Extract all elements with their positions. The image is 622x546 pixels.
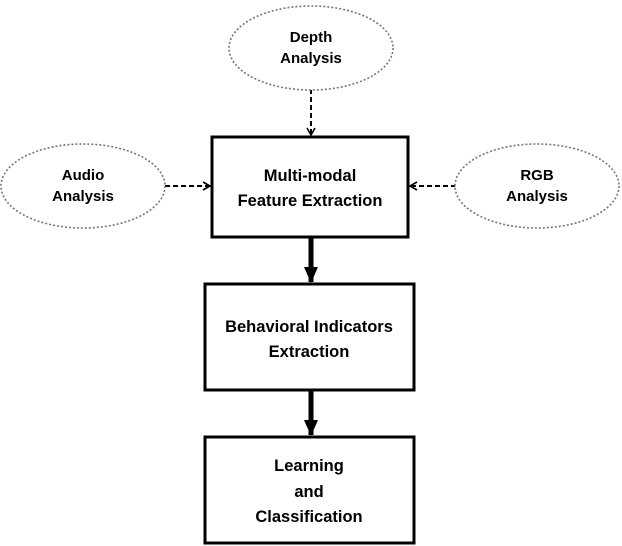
rgb-analysis-node: RGB Analysis — [454, 143, 620, 229]
learning-classification-line-3: Classification — [255, 508, 362, 526]
audio-analysis-node: Audio Analysis — [0, 143, 166, 229]
depth-analysis-node: Depth Analysis — [228, 5, 394, 91]
depth-analysis-line-1: Depth — [290, 29, 333, 46]
behavioral-indicators-line-1: Behavioral Indicators — [225, 318, 393, 336]
learning-classification-node: Learning and Classification — [203, 435, 416, 545]
depth-analysis-line-2: Analysis — [280, 50, 342, 67]
rgb-analysis-line-2: Analysis — [506, 188, 568, 205]
feature-extraction-node: Multi-modal Feature Extraction — [210, 135, 410, 239]
feature-extraction-line-1: Multi-modal — [264, 167, 357, 185]
audio-analysis-line-1: Audio — [62, 167, 105, 184]
behavioral-indicators-node: Behavioral Indicators Extraction — [203, 282, 416, 392]
behavioral-indicators-line-2: Extraction — [269, 343, 350, 361]
learning-classification-line-1: Learning — [274, 457, 344, 475]
learning-classification-line-2: and — [294, 483, 323, 501]
rgb-analysis-line-1: RGB — [520, 167, 554, 184]
feature-extraction-line-2: Feature Extraction — [238, 192, 383, 210]
audio-analysis-line-2: Analysis — [52, 188, 114, 205]
